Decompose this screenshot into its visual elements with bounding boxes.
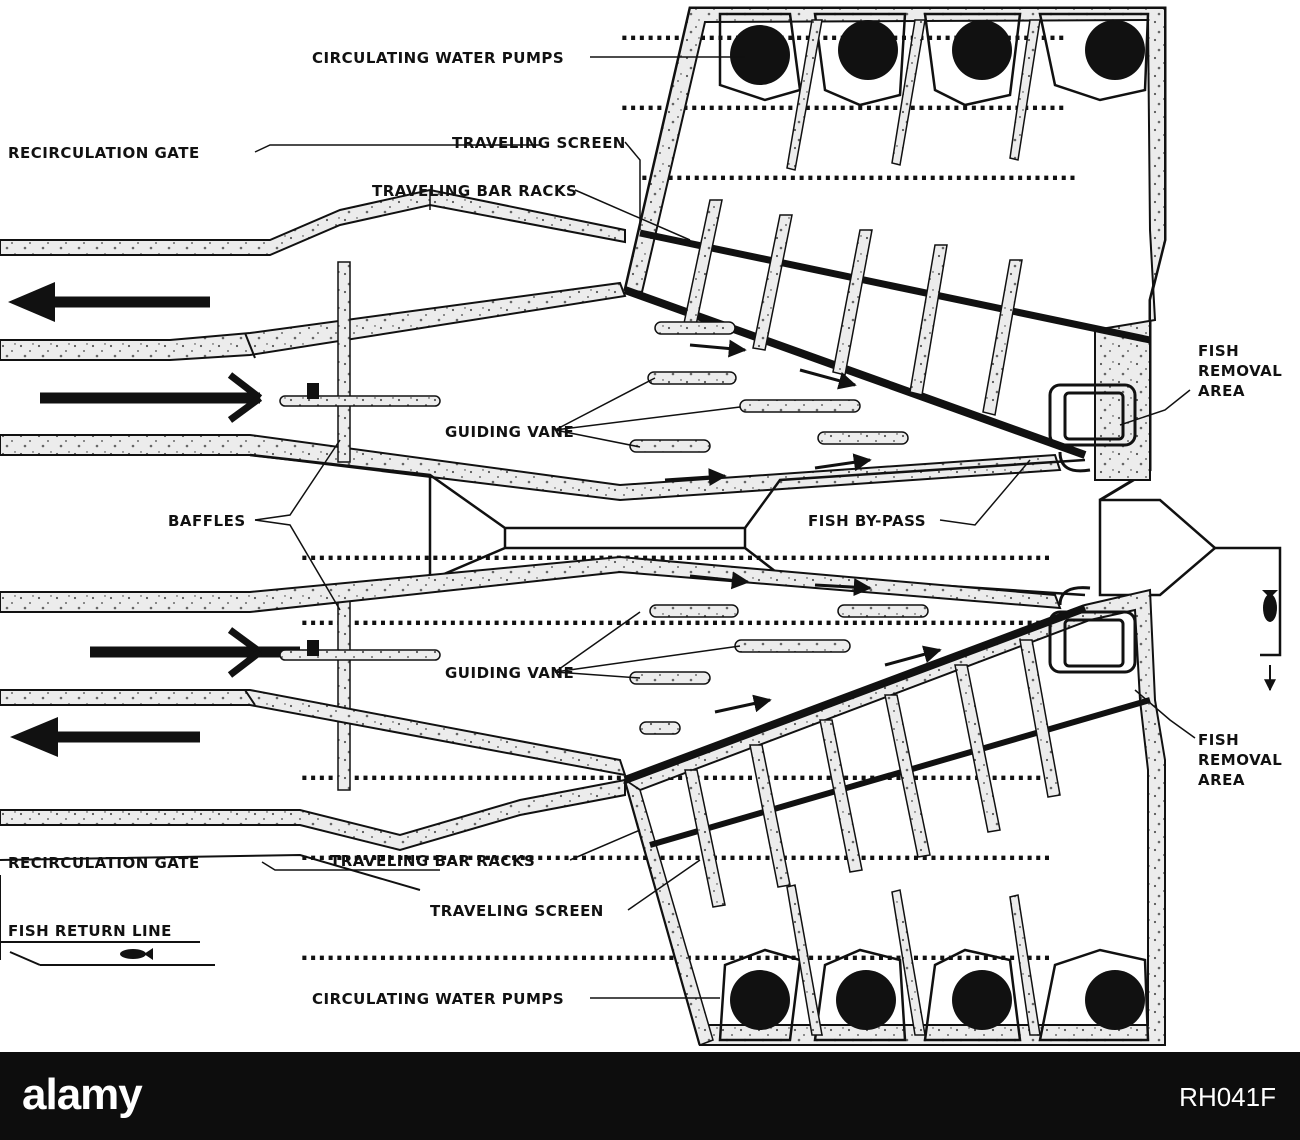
lower-left-channel [0, 853, 421, 960]
fish-removal-area-top [1048, 383, 1137, 473]
alamy-logo: alamy [22, 1070, 143, 1119]
pump-top-2 [838, 20, 898, 80]
pump-bottom-4 [1085, 970, 1145, 1030]
label-traveling-screen-bottom: TRAVELING SCREEN [430, 902, 604, 920]
label-fish-removal-top-1: FISH [1198, 342, 1239, 360]
label-bar-racks-top: TRAVELING BAR RACKS [372, 182, 577, 200]
label-pumps-bottom: CIRCULATING WATER PUMPS [312, 990, 564, 1008]
pump-bottom-3 [952, 970, 1012, 1030]
top-channel [0, 188, 1062, 502]
svg-text:..............................: ........................................… [640, 160, 1077, 186]
label-bar-racks-bottom: TRAVELING BAR RACKS [330, 852, 535, 870]
labels: CIRCULATING WATER PUMPS TRAVELING SCREEN… [8, 49, 1282, 1008]
label-fish-removal-bottom-1: FISH [1198, 731, 1239, 749]
pump-top-4 [1085, 20, 1145, 80]
flow-arrows-left [8, 282, 300, 757]
bypass-fish-icon [1262, 590, 1278, 692]
fish-return-line-legend [0, 941, 215, 966]
bypass-junction [1098, 498, 1217, 597]
watermark-footer: alamy RH041F [0, 1052, 1300, 1140]
label-guiding-vane-bottom: GUIDING VANE [445, 664, 574, 682]
fish-icon [120, 949, 146, 959]
leader-lines [254, 56, 1196, 999]
flow-arrows-small-bottom [689, 571, 942, 714]
bar-rack-fins-bottom [684, 639, 1061, 908]
label-traveling-screen-top: TRAVELING SCREEN [452, 134, 626, 152]
baffles [279, 261, 441, 791]
bottom-channel [0, 555, 1062, 852]
traveling-screen-top [639, 229, 1151, 344]
label-pumps-top: CIRCULATING WATER PUMPS [312, 49, 564, 67]
pump-top-3 [952, 20, 1012, 80]
image-id: RH041F [1179, 1082, 1276, 1112]
label-fish-bypass: FISH BY-PASS [808, 512, 926, 530]
label-recirculation-gate-top: RECIRCULATION GATE [8, 144, 200, 162]
label-baffles: BAFFLES [168, 512, 246, 530]
label-guiding-vane-top: GUIDING VANE [445, 423, 574, 441]
pump-bottom-1 [730, 970, 790, 1030]
pump-top-1 [730, 25, 790, 85]
svg-text:..............................: ........................................… [620, 90, 1066, 116]
label-fish-removal-top-2: REMOVAL [1198, 362, 1282, 380]
intake-diagram: ........................................… [0, 6, 1282, 1046]
top-pump-house [623, 6, 1167, 502]
guiding-vanes-top [629, 321, 909, 453]
guiding-vanes-bottom [629, 604, 929, 735]
traveling-bar-rack-bottom [623, 604, 1087, 784]
flow-arrows-small-top [664, 339, 872, 487]
label-recirculation-gate-bottom: RECIRCULATION GATE [8, 854, 200, 872]
pump-bottom-2 [836, 970, 896, 1030]
label-fish-removal-bottom-2: REMOVAL [1198, 751, 1282, 769]
label-fish-removal-top-3: AREA [1198, 382, 1245, 400]
fish-return-pipe [1215, 546, 1282, 657]
label-fish-removal-bottom-3: AREA [1198, 771, 1245, 789]
label-fish-return-line: FISH RETURN LINE [8, 922, 172, 940]
traveling-screen-bottom [649, 697, 1151, 848]
fish-removal-area-bottom [1048, 586, 1137, 674]
